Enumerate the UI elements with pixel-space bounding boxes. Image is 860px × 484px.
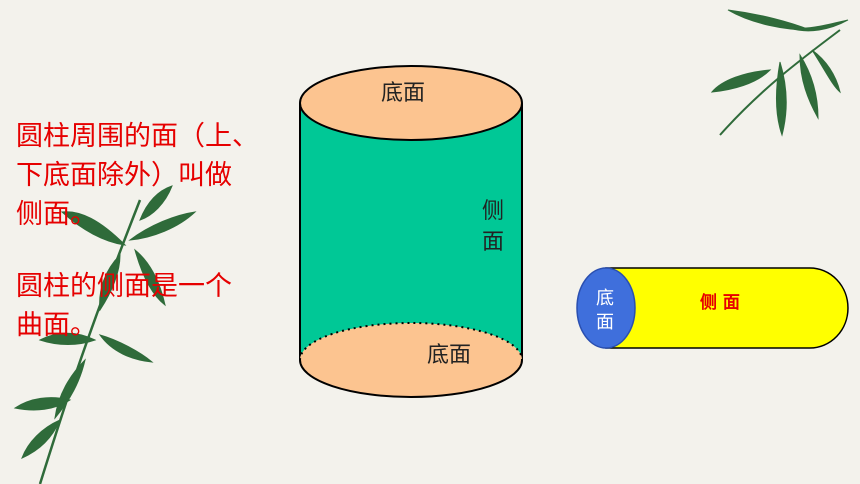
side-label-char-1: 侧 xyxy=(481,199,504,224)
horizontal-cylinder-end xyxy=(576,267,636,349)
horizontal-side-label: 侧 面 xyxy=(700,293,740,313)
description-line-1: 圆柱周围的面（上、 xyxy=(16,121,259,152)
description-line-3: 侧面。 xyxy=(16,199,97,230)
description-line-4: 圆柱的侧面是一个 xyxy=(16,271,232,302)
cylinder-bottom-base-front xyxy=(300,360,522,397)
top-base-label: 底面 xyxy=(381,81,426,106)
cylinder-side-surface xyxy=(300,103,522,360)
side-label-char-2: 面 xyxy=(481,230,504,255)
bottom-base-label: 底面 xyxy=(427,343,472,368)
end-label-char-1: 底 xyxy=(596,288,614,309)
cylinder-top-base xyxy=(299,65,523,141)
description-line-5: 曲面。 xyxy=(16,310,97,341)
description-line-2: 下底面除外）叫做 xyxy=(16,160,232,191)
end-label-char-2: 面 xyxy=(596,312,614,333)
cylinder-bottom-front-edge xyxy=(299,359,523,398)
horizontal-cylinder-side xyxy=(605,267,849,349)
cylinder-bottom-back-fill xyxy=(300,323,522,360)
